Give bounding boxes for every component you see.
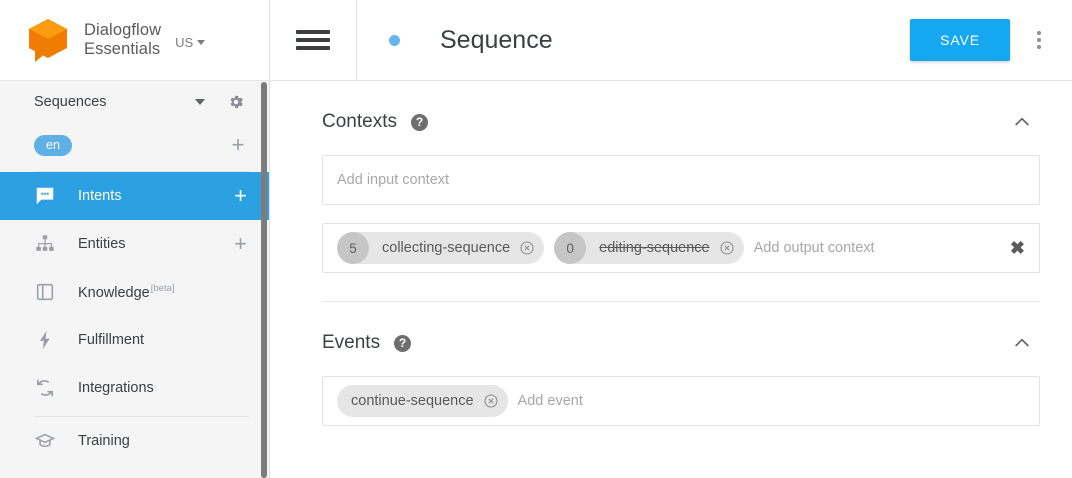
caret-down-icon[interactable] bbox=[195, 99, 205, 105]
output-context-chip[interactable]: 5 collecting-sequence bbox=[337, 232, 545, 264]
sidebar-item-label: Training bbox=[78, 433, 130, 449]
chevron-up-icon[interactable] bbox=[1012, 112, 1032, 132]
remove-circle-icon[interactable] bbox=[519, 240, 535, 256]
chevron-up-icon[interactable] bbox=[1012, 333, 1032, 353]
content-area: Contexts ? Add input context 5 collectin… bbox=[270, 81, 1072, 426]
chip-lifespan-badge: 0 bbox=[554, 232, 587, 264]
help-circle-icon[interactable]: ? bbox=[394, 334, 412, 352]
beta-badge: [beta] bbox=[150, 283, 175, 295]
contexts-section: Contexts ? Add input context 5 collectin… bbox=[322, 81, 1040, 302]
chevron-down-icon bbox=[197, 39, 206, 45]
status-dot-icon bbox=[389, 34, 400, 46]
add-intent-icon[interactable]: + bbox=[234, 183, 247, 208]
language-row: en + bbox=[0, 123, 269, 167]
region-selector[interactable]: US bbox=[175, 31, 206, 50]
save-button[interactable]: SAVE bbox=[910, 19, 1010, 61]
brand-name-line2: Essentials bbox=[84, 40, 161, 58]
page-title-wrap: Sequence bbox=[357, 26, 553, 55]
remove-circle-icon[interactable] bbox=[719, 240, 735, 256]
events-section: Events ? continue-sequence bbox=[322, 302, 1040, 426]
top-bar-actions: SAVE bbox=[910, 19, 1072, 61]
events-title: Events bbox=[322, 332, 381, 353]
events-field[interactable]: continue-sequence Add event bbox=[322, 376, 1040, 426]
add-language-icon[interactable]: + bbox=[231, 132, 245, 157]
sidebar-divider-top bbox=[34, 171, 249, 172]
sidebar-scrollbar[interactable] bbox=[261, 82, 267, 478]
sidebar-item-entities[interactable]: Entities + bbox=[0, 220, 269, 268]
main-panel: Sequence SAVE Contexts ? bbox=[270, 0, 1072, 478]
sidebar-item-label: Fulfillment bbox=[78, 332, 145, 348]
contexts-header: Contexts ? bbox=[322, 107, 1040, 137]
bolt-icon bbox=[34, 329, 56, 351]
gear-icon[interactable] bbox=[227, 93, 245, 111]
hamburger-icon bbox=[296, 26, 330, 54]
chat-bubble-icon bbox=[34, 185, 56, 207]
output-context-field[interactable]: 5 collecting-sequence 0 editing-sequence bbox=[322, 223, 1040, 273]
sync-arrows-icon bbox=[34, 377, 56, 399]
sidebar-item-fulfillment[interactable]: Fulfillment bbox=[0, 316, 269, 364]
sidebar-item-training[interactable]: Training bbox=[0, 417, 269, 465]
help-circle-icon[interactable]: ? bbox=[410, 113, 428, 131]
sidebar-divider-bottom bbox=[34, 416, 249, 417]
chip-lifespan-badge: 5 bbox=[337, 232, 369, 264]
sidebar-item-knowledge[interactable]: Knowledge[beta] bbox=[0, 268, 269, 316]
output-context-chip[interactable]: 0 editing-sequence bbox=[554, 232, 744, 264]
chip-label: continue-sequence bbox=[351, 393, 474, 409]
graduation-cap-icon bbox=[34, 430, 56, 452]
dialogflow-cube-logo bbox=[26, 17, 70, 63]
sidebar-item-label: Knowledge[beta] bbox=[78, 283, 175, 301]
sidebar-item-intents[interactable]: Intents + bbox=[0, 172, 269, 220]
brand-name-line1: Dialogflow bbox=[84, 21, 162, 39]
kebab-menu-icon[interactable] bbox=[1028, 27, 1050, 53]
brand-title: Dialogflow Essentials bbox=[84, 21, 161, 59]
close-x-icon[interactable]: ✖ bbox=[1009, 238, 1025, 258]
agent-name: Sequences bbox=[34, 94, 107, 110]
add-entity-icon[interactable]: + bbox=[234, 231, 247, 256]
event-placeholder: Add event bbox=[517, 393, 583, 409]
sidebar-item-label: Intents bbox=[78, 188, 122, 204]
region-label: US bbox=[175, 34, 194, 50]
chip-label: collecting-sequence bbox=[382, 240, 511, 256]
output-context-placeholder: Add output context bbox=[753, 240, 875, 256]
contexts-title: Contexts bbox=[322, 111, 397, 132]
sidebar-item-label: Entities bbox=[78, 236, 126, 252]
input-context-placeholder: Add input context bbox=[337, 172, 450, 188]
hierarchy-icon bbox=[34, 233, 56, 255]
section-divider bbox=[322, 301, 1040, 302]
remove-circle-icon[interactable] bbox=[483, 393, 499, 409]
sidebar-item-label: Integrations bbox=[78, 380, 154, 396]
knowledge-label-text: Knowledge bbox=[78, 284, 150, 301]
sidebar-item-integrations[interactable]: Integrations bbox=[0, 364, 269, 412]
book-icon bbox=[34, 281, 56, 303]
chip-label: editing-sequence bbox=[599, 240, 710, 256]
hamburger-menu-button[interactable] bbox=[270, 0, 357, 81]
event-chip[interactable]: continue-sequence bbox=[337, 385, 508, 417]
sidebar: Dialogflow Essentials US Sequences en bbox=[0, 0, 270, 478]
agent-selector-row[interactable]: Sequences bbox=[0, 81, 269, 123]
brand-header[interactable]: Dialogflow Essentials US bbox=[0, 0, 269, 81]
language-pill-en[interactable]: en bbox=[34, 134, 72, 156]
input-context-field[interactable]: Add input context bbox=[322, 155, 1040, 205]
page-title: Sequence bbox=[440, 25, 553, 54]
top-bar: Sequence SAVE bbox=[270, 0, 1072, 81]
events-header: Events ? bbox=[322, 328, 1040, 358]
